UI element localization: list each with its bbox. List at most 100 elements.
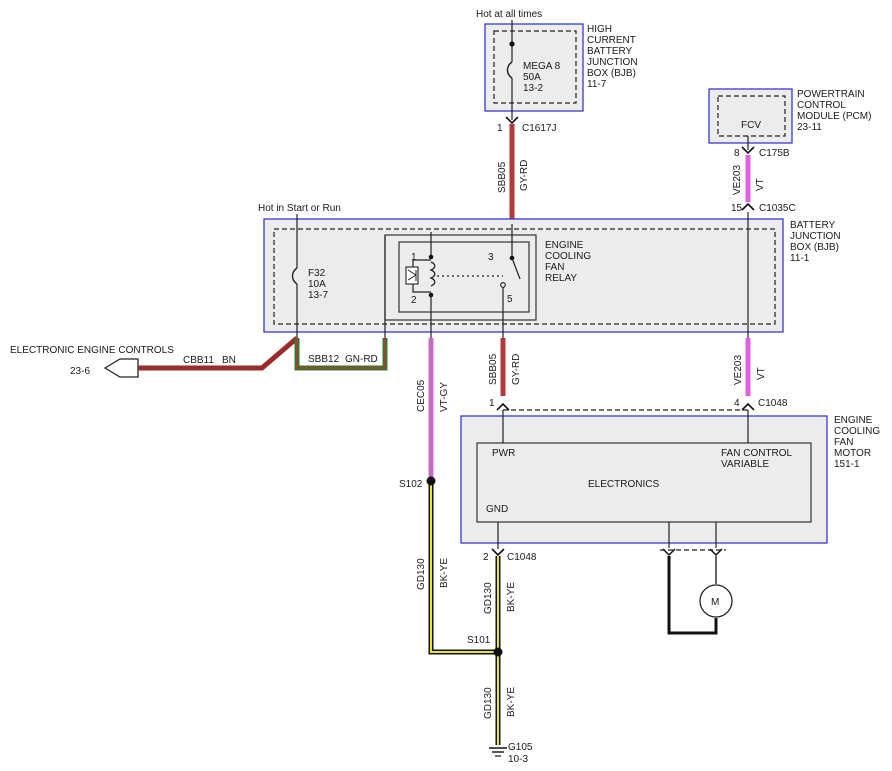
wire-ve203-lower-color-label: VT: [756, 367, 767, 380]
eec-ref: 23-6: [70, 366, 90, 377]
svg-text:VT-GY: VT-GY: [439, 382, 450, 412]
svg-text:VT: VT: [756, 367, 767, 380]
ground-g105: G105 10-3: [489, 742, 533, 765]
c1035c-pin: 15: [731, 203, 743, 214]
mega8-ref: 13-2: [523, 83, 543, 94]
bjb-outer-box: [263, 218, 784, 333]
svg-text:VE203: VE203: [733, 355, 744, 385]
relay-label-line4: RELAY: [545, 273, 577, 284]
mega8-name: MEGA 8: [523, 61, 561, 72]
pcm-fcv-label: FCV: [741, 120, 761, 131]
svg-text:GY-RD: GY-RD: [519, 160, 530, 191]
pcm-label-line4: 23-11: [797, 122, 822, 133]
c1048-pin4: 4: [734, 398, 740, 409]
splice-s102-dot: [426, 476, 436, 486]
ground-g105-label: G105: [508, 742, 533, 753]
relay-switch-arm: [511, 257, 521, 280]
fan-motor-gnd-label: GND: [486, 504, 508, 515]
c175b-label: C175B: [759, 148, 790, 159]
wire-ve203-upper-color-label: VT: [755, 178, 766, 191]
c1035c-label: C1035C: [759, 203, 796, 214]
svg-text:BK-YE: BK-YE: [439, 558, 450, 588]
pcm-module: FCV POWERTRAIN CONTROL MODULE (PCM) 23-1…: [708, 88, 871, 159]
relay-label-line2: COOLING: [545, 251, 591, 262]
c1048-pin4-connector-icon: [741, 402, 755, 411]
svg-text:GD130: GD130: [483, 582, 494, 614]
wire-gd130-b-color-label: BK-YE: [506, 582, 517, 612]
c175b-pin: 8: [734, 148, 740, 159]
wire-sbb05-upper-circuit-label: SBB05: [497, 161, 508, 193]
wire-gd130-s102-s101-stripe: [430, 481, 498, 653]
svg-text:BK-YE: BK-YE: [506, 582, 517, 612]
mega8-rating: 50A: [523, 72, 541, 83]
hcbjb-feed-node: [509, 41, 515, 47]
relay-pin5: 5: [507, 294, 513, 305]
wire-sbb12-color-label: GN-RD: [345, 354, 378, 365]
c1048-pin2-connector-icon: [491, 548, 505, 557]
hot-at-all-times-label: Hot at all times: [476, 9, 542, 20]
motor-wire-black: [667, 556, 718, 635]
mega8-fuse-icon: [506, 61, 513, 79]
wire-cec05-circuit-label: CEC05: [416, 379, 427, 412]
wire-sbb05-upper-color-label: GY-RD: [519, 160, 530, 191]
fan-motor-pwr-label: PWR: [492, 448, 515, 459]
pcm-label-line1: POWERTRAIN: [797, 89, 865, 100]
relay-pin1-node: [428, 254, 434, 260]
f32-rating: 10A: [308, 279, 326, 290]
c1617j-connector-icon: [505, 116, 519, 125]
c1035c-connector-icon: [741, 202, 755, 211]
c1048-pin1: 1: [489, 398, 495, 409]
hcbjb-label-line2: CURRENT: [587, 35, 636, 46]
c1617j-pin: 1: [497, 123, 503, 134]
fan-motor-label-line5: 151-1: [834, 459, 860, 470]
c1048-pin1-connector-icon: [496, 402, 510, 411]
svg-text:VT: VT: [755, 178, 766, 191]
pcm-label-line3: MODULE (PCM): [797, 111, 871, 122]
pcm-outer-box: [708, 88, 793, 144]
hcbjb-label-line3: BATTERY: [587, 46, 633, 57]
fan-motor-electronics-box: [476, 442, 812, 523]
relay-coil-icon: [429, 261, 436, 287]
wire-sbb05-lower-color-label: GY-RD: [511, 354, 522, 385]
f32-ref: 13-7: [308, 290, 328, 301]
c1048-label-top: C1048: [758, 398, 788, 409]
motor-m-label: M: [711, 597, 719, 608]
svg-text:GD130: GD130: [483, 687, 494, 719]
fan-motor-label-line2: COOLING: [834, 426, 880, 437]
bjb-label-line3: BOX (BJB): [790, 242, 839, 253]
fan-motor-label-line1: ENGINE: [834, 415, 873, 426]
fan-motor-label-line3: FAN: [834, 437, 853, 448]
pcm-inner-box: [717, 95, 786, 137]
relay-diode-symbol-icon: [407, 269, 417, 281]
hcbjb-label-line4: JUNCTION: [587, 57, 638, 68]
bjb-label-line4: 11-1: [790, 253, 810, 264]
wire-gd130-a-circuit-label: GD130: [416, 558, 427, 590]
bjb-label-line1: BATTERY: [790, 220, 836, 231]
svg-text:BK-YE: BK-YE: [506, 687, 517, 717]
ground-g105-ref: 10-3: [508, 754, 528, 765]
battery-junction-box: BATTERY JUNCTION BOX (BJB) 11-1 Hot in S…: [258, 203, 841, 338]
c175b-connector-icon: [741, 146, 755, 155]
relay-label-line1: ENGINE: [545, 240, 584, 251]
wire-gd130-c-color-label: BK-YE: [506, 687, 517, 717]
wire-sbb12-stripe: [296, 338, 386, 369]
c1048-pin2: 2: [483, 552, 489, 563]
fan-motor-fcv-label-line2: VARIABLE: [721, 459, 769, 470]
bjb-label-line2: JUNCTION: [790, 231, 841, 242]
hcbjb-label-line1: HIGH: [587, 24, 612, 35]
splice-s101-dot: [493, 647, 503, 657]
relay-pin3: 3: [488, 252, 494, 263]
fan-motor-module: 1 4 C1048 PWR FAN CONTROL VARIABLE ELECT…: [460, 398, 880, 635]
svg-text:VE203: VE203: [732, 165, 743, 195]
fan-motor-label-line4: MOTOR: [834, 448, 871, 459]
relay-inner-frame: [398, 241, 530, 313]
svg-text:SBB05: SBB05: [497, 161, 508, 193]
bjb-inner-box: [273, 228, 776, 325]
wire-gd130-b-circuit-label: GD130: [483, 582, 494, 614]
c1617j-label: C1617J: [522, 123, 556, 134]
wire-ve203-upper-circuit-label: VE203: [732, 165, 743, 195]
wire-cbb11-color-label: BN: [222, 355, 236, 366]
fan-motor-fcv-label-line1: FAN CONTROL: [721, 448, 793, 459]
relay-pin5-contact: [500, 282, 506, 288]
